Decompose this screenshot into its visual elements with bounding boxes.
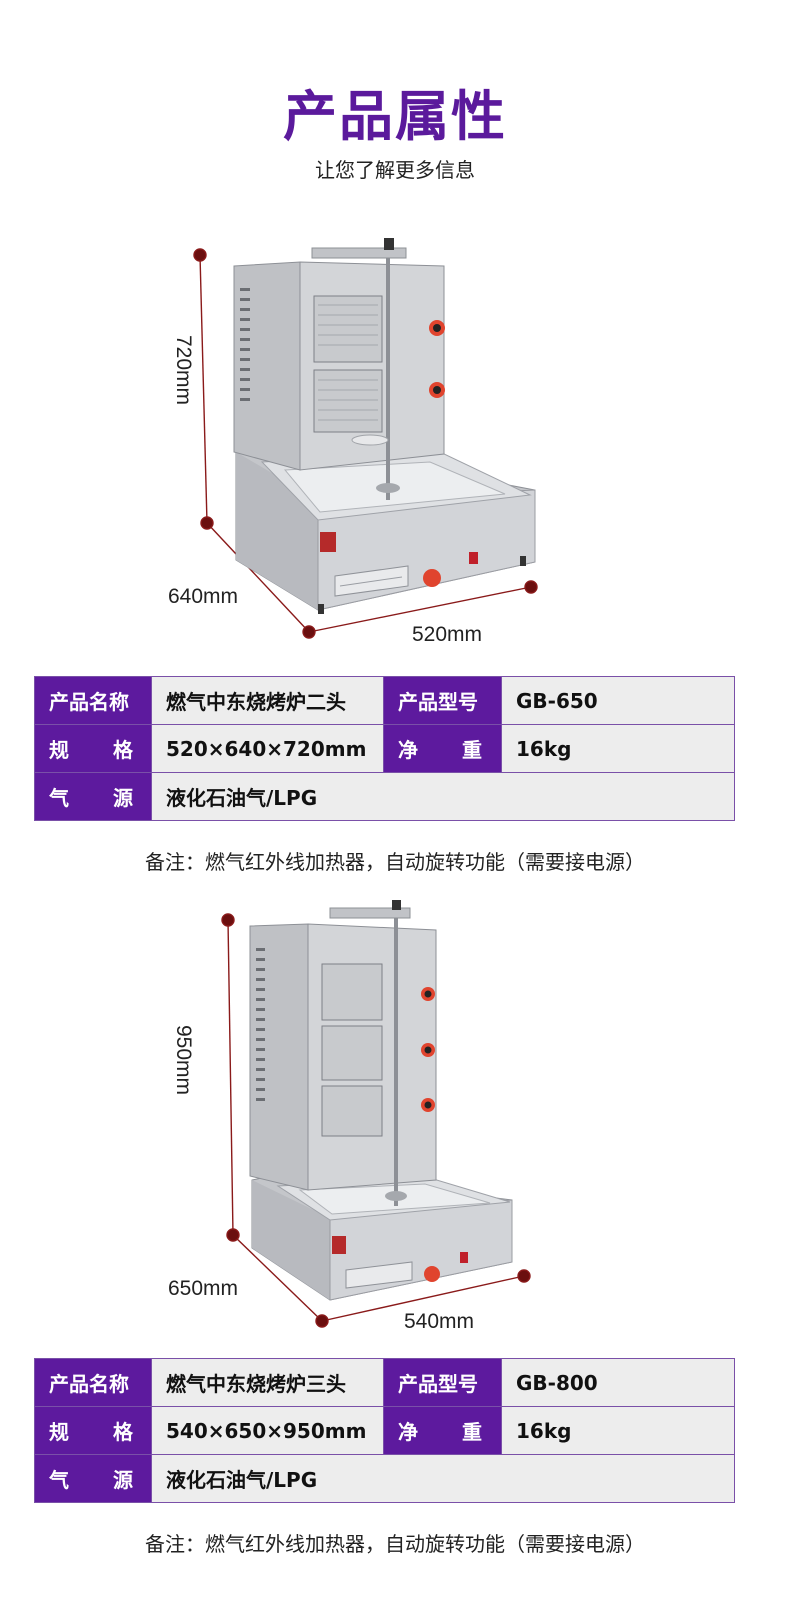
spec-value-name: 燃气中东烧烤炉二头 (151, 676, 384, 725)
spec-table: 产品名称 燃气中东烧烤炉三头 产品型号 GB-800 规格 540×650×95… (34, 1358, 735, 1503)
dimension-width: 520mm (412, 623, 483, 646)
dimension-width: 540mm (404, 1310, 475, 1333)
spec-value-model: GB-650 (501, 676, 735, 725)
spec-value-model: GB-800 (501, 1358, 735, 1407)
product-note: 备注：燃气红外线加热器，自动旋转功能（需要接电源） (145, 1532, 645, 1556)
page-title: 产品属性 (283, 85, 507, 148)
spec-table: 产品名称 燃气中东烧烤炉二头 产品型号 GB-650 规格 520×640×72… (34, 676, 735, 821)
dimension-depth: 650mm (168, 1277, 239, 1300)
spec-value-source: 液化石油气/LPG (151, 772, 735, 821)
spec-key-weight: 净重 (383, 1406, 502, 1455)
spec-value-weight: 16kg (501, 724, 735, 773)
spec-key-source: 气源 (34, 772, 152, 821)
page-subtitle: 让您了解更多信息 (315, 158, 475, 182)
table-row: 产品名称 燃气中东烧烤炉三头 产品型号 GB-800 (34, 1358, 735, 1407)
spec-key-name: 产品名称 (34, 676, 152, 725)
dimension-height: 950mm (172, 1025, 195, 1096)
spec-value-size: 540×650×950mm (151, 1406, 384, 1455)
spec-key-model: 产品型号 (383, 1358, 502, 1407)
spec-key-size: 规格 (34, 1406, 152, 1455)
spec-key-weight: 净重 (383, 724, 502, 773)
spec-key-model: 产品型号 (383, 676, 502, 725)
spec-value-source: 液化石油气/LPG (151, 1454, 735, 1503)
table-row: 产品名称 燃气中东烧烤炉二头 产品型号 GB-650 (34, 676, 735, 725)
product-note: 备注：燃气红外线加热器，自动旋转功能（需要接电源） (145, 850, 645, 874)
dimension-depth: 640mm (168, 585, 239, 608)
spec-value-size: 520×640×720mm (151, 724, 384, 773)
table-row: 规格 520×640×720mm 净重 16kg (34, 724, 735, 773)
grill-illustration-2-burner (193, 238, 538, 639)
spec-key-name: 产品名称 (34, 1358, 152, 1407)
spec-key-size: 规格 (34, 724, 152, 773)
spec-key-source: 气源 (34, 1454, 152, 1503)
spec-value-weight: 16kg (501, 1406, 735, 1455)
table-row: 气源 液化石油气/LPG (34, 1454, 735, 1503)
table-row: 气源 液化石油气/LPG (34, 772, 735, 821)
product-gb650: 720mm 640mm 520mm 产品名称 燃气中东烧烤炉二头 产品型号 GB… (34, 238, 735, 874)
spec-value-name: 燃气中东烧烤炉三头 (151, 1358, 384, 1407)
table-row: 规格 540×650×950mm 净重 16kg (34, 1406, 735, 1455)
grill-illustration-3-burner (221, 900, 531, 1328)
